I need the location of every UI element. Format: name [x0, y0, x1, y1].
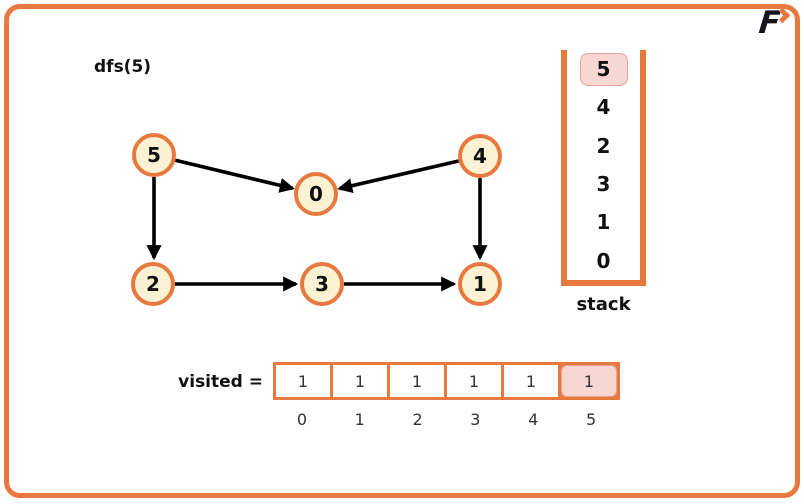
stack-slot: 2: [567, 127, 640, 165]
visited-cell-highlighted: 1: [561, 365, 617, 397]
visited-cell: 1: [504, 365, 558, 397]
visited-cell: 1: [333, 365, 387, 397]
stack-slot: 3: [567, 165, 640, 203]
edge-5-0: [174, 158, 295, 193]
visited-index: 0: [296, 410, 307, 429]
stack-item: 3: [596, 172, 611, 197]
visited-index: 3: [470, 410, 481, 429]
graph-node-0: 0: [294, 172, 338, 216]
graph-node-2: 2: [131, 262, 175, 306]
visited-label: visited =: [178, 372, 263, 392]
visited-index: 1: [354, 410, 365, 429]
graph-node-3: 3: [300, 262, 344, 306]
stack-item: 4: [596, 95, 611, 120]
visited-index-row: 0 1 2 3 4 5: [273, 410, 620, 429]
stack-label: stack: [576, 294, 631, 315]
stack-slot: 4: [567, 88, 640, 126]
visited-array: 1 1 1 1 1 1: [273, 362, 620, 400]
graph-node-4: 4: [458, 134, 502, 178]
visited-index: 4: [528, 410, 539, 429]
visited-cell: 1: [276, 365, 330, 397]
graph-node-5: 5: [132, 133, 176, 177]
visited-index: 2: [412, 410, 423, 429]
stack-item: 0: [596, 248, 611, 273]
stack-item: 2: [596, 133, 611, 158]
stack-item: 1: [596, 210, 611, 235]
edge-4-0: [337, 159, 460, 194]
graph-node-1: 1: [458, 262, 502, 306]
stack-item-top-highlighted: 5: [579, 52, 628, 86]
visited-index: 5: [585, 410, 597, 429]
visited-cell: 1: [447, 365, 501, 397]
stack-slot: 1: [567, 203, 640, 241]
page-title: dfs(5): [94, 57, 152, 77]
stack-slot: 0: [567, 242, 640, 280]
stack-container: 5 4 2 3 1 0: [561, 50, 646, 286]
visited-cell: 1: [390, 365, 444, 397]
stack-slot: 5: [567, 50, 640, 88]
